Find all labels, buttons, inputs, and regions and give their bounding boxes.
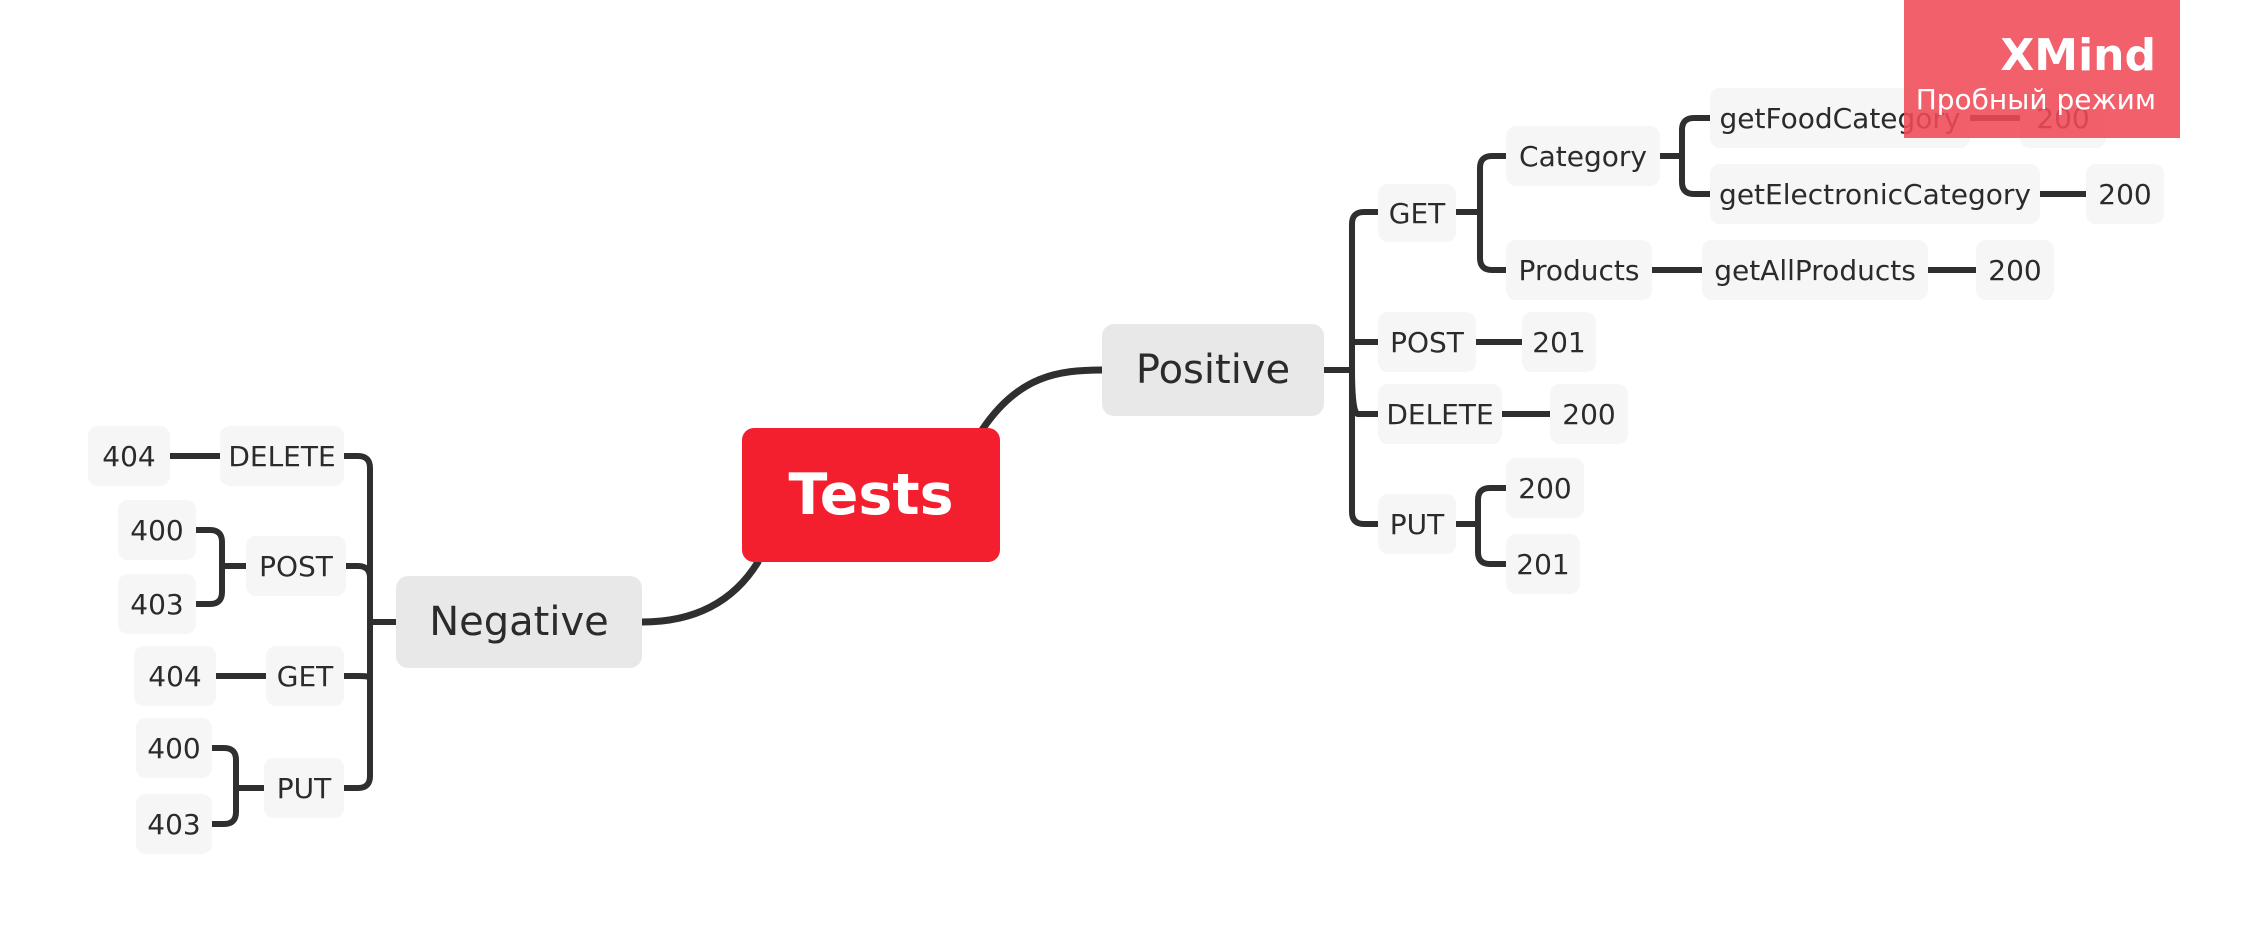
code-positive-delete-200[interactable]: 200: [1550, 384, 1628, 444]
link-positive-bracket: [1321, 209, 1381, 527]
topic-negative-post[interactable]: POST: [246, 536, 346, 596]
topic-products[interactable]: Products: [1506, 240, 1652, 300]
topic-positive-put[interactable]: PUT: [1378, 494, 1456, 554]
code-negative-get-404[interactable]: 404: [134, 646, 216, 706]
topic-category[interactable]: Category: [1506, 126, 1660, 186]
code-positive-put-200[interactable]: 200: [1506, 458, 1584, 518]
code-negative-delete-404[interactable]: 404: [88, 426, 170, 486]
watermark-title: XMind: [2000, 30, 2156, 81]
watermark-subtitle: Пробный режим: [1915, 83, 2156, 116]
topic-positive-get[interactable]: GET: [1378, 184, 1456, 242]
topic-negative[interactable]: Negative: [396, 576, 642, 668]
code-negative-put-403[interactable]: 403: [136, 794, 212, 854]
trial-watermark: XMind Пробный режим: [1904, 0, 2180, 138]
topic-positive[interactable]: Positive: [1102, 324, 1324, 416]
link-negative-bracket: [341, 453, 399, 791]
topic-negative-get[interactable]: GET: [266, 646, 344, 706]
code-all-products-200[interactable]: 200: [1976, 240, 2054, 300]
link-neg-put-bracket: [209, 745, 267, 827]
link-neg-post-bracket: [193, 527, 249, 607]
link-root-positive: [978, 366, 1106, 434]
code-electronic-200[interactable]: 200: [2086, 164, 2164, 224]
code-positive-post-201[interactable]: 201: [1522, 312, 1596, 372]
link-put-bracket: [1453, 485, 1509, 567]
root-node-tests[interactable]: Tests: [742, 428, 1000, 562]
code-positive-put-201[interactable]: 201: [1506, 534, 1580, 594]
link-get-bracket: [1453, 153, 1509, 273]
code-negative-put-400[interactable]: 400: [136, 718, 212, 778]
link-root-negative: [638, 558, 762, 626]
topic-get-all-products[interactable]: getAllProducts: [1702, 240, 1928, 300]
topic-positive-post[interactable]: POST: [1378, 312, 1476, 372]
code-negative-post-400[interactable]: 400: [118, 500, 196, 560]
topic-negative-delete[interactable]: DELETE: [220, 426, 344, 486]
topic-get-electronic-category[interactable]: getElectronicCategory: [1710, 164, 2040, 224]
code-negative-post-403[interactable]: 403: [118, 574, 196, 634]
topic-positive-delete[interactable]: DELETE: [1378, 384, 1502, 444]
link-category-bracket: [1657, 115, 1713, 197]
topic-negative-put[interactable]: PUT: [264, 758, 344, 818]
